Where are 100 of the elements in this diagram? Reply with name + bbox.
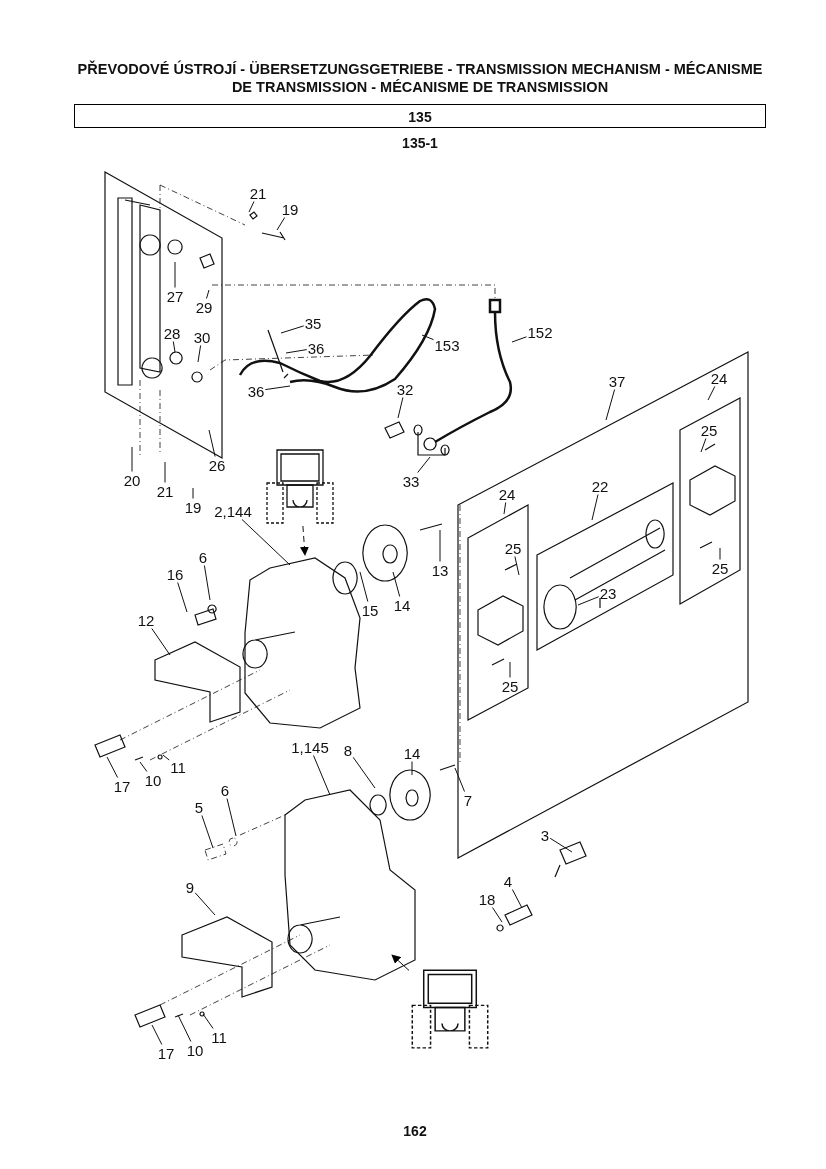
- leader-line: [511, 889, 523, 909]
- callout-number: 25: [700, 422, 718, 438]
- callout-number: 24: [710, 370, 728, 386]
- callout-number: 11: [170, 759, 186, 775]
- callout-number: 5: [194, 799, 204, 815]
- callout-number: 14: [403, 745, 421, 761]
- callout-number: 10: [186, 1042, 204, 1058]
- leader-line: [285, 349, 308, 354]
- callout-number: 36: [247, 383, 265, 399]
- callout-number: 15: [361, 602, 379, 618]
- callout-number: 3: [540, 827, 550, 843]
- leader-line: [454, 767, 465, 792]
- leader-line: [197, 345, 202, 363]
- leader-line: [359, 571, 369, 602]
- callout-number: 25: [711, 560, 729, 576]
- arrow: [299, 525, 309, 556]
- leader-line: [248, 201, 255, 213]
- callout-number: 20: [123, 472, 141, 488]
- leader-line: [352, 756, 376, 789]
- leader-line: [164, 461, 166, 483]
- callout-number: 22: [591, 478, 609, 494]
- callout-number: 25: [504, 540, 522, 556]
- leader-line: [139, 761, 148, 772]
- leader-line: [280, 325, 305, 334]
- leader-line: [577, 596, 600, 606]
- callout-number: 6: [198, 549, 208, 565]
- leader-line: [208, 429, 216, 457]
- callout-number: 2,144: [214, 503, 252, 519]
- leader-line: [192, 487, 194, 499]
- leader-line: [206, 289, 210, 299]
- callout-number: 29: [195, 299, 213, 315]
- callout-number: 152: [527, 324, 553, 340]
- callout-number: 23: [599, 585, 617, 601]
- leader-line: [177, 1014, 192, 1042]
- leader-line: [276, 217, 286, 231]
- callout-number: 24: [498, 486, 516, 502]
- callout-number: 27: [166, 288, 184, 304]
- leader-line: [549, 837, 573, 853]
- callout-number: 19: [281, 201, 299, 217]
- leader-line: [131, 446, 133, 472]
- callout-number: 18: [478, 891, 496, 907]
- leader-line: [172, 341, 176, 353]
- leader-line: [719, 547, 721, 560]
- callout-number: 35: [304, 315, 322, 331]
- leader-line: [514, 556, 520, 576]
- callout-number: 153: [434, 337, 460, 353]
- callout-number: 13: [431, 562, 449, 578]
- callout-number: 25: [501, 678, 519, 694]
- callout-number: 1,145: [291, 739, 329, 755]
- callout-number: 11: [211, 1029, 227, 1045]
- callout-number: 33: [402, 473, 420, 489]
- figure-number: 135-1: [402, 135, 438, 151]
- leader-line: [392, 571, 401, 597]
- callout-number: 14: [393, 597, 411, 613]
- callout-number: 7: [463, 792, 473, 808]
- callout-number: 37: [608, 373, 626, 389]
- leader-line: [241, 519, 291, 566]
- page-number: 162: [403, 1123, 427, 1139]
- callout-number: 19: [184, 499, 202, 515]
- leader-line: [591, 494, 599, 521]
- leader-line: [397, 397, 404, 419]
- leader-line: [417, 456, 431, 473]
- arrow: [391, 954, 410, 971]
- leader-line: [201, 815, 214, 849]
- callout-number: 8: [343, 742, 353, 758]
- leader-line: [203, 565, 211, 601]
- leader-line: [439, 529, 441, 562]
- callout-number: 28: [163, 325, 181, 341]
- leader-line: [202, 1013, 214, 1029]
- callout-number: 9: [185, 879, 195, 895]
- leader-line: [151, 628, 171, 656]
- leader-line: [707, 386, 716, 401]
- leader-line: [411, 761, 413, 776]
- leader-line: [509, 661, 511, 678]
- callout-number: 32: [396, 381, 414, 397]
- callout-number: 26: [208, 457, 226, 473]
- leader-line: [492, 907, 503, 923]
- leader-line: [511, 336, 527, 343]
- callout-number: 4: [503, 873, 513, 889]
- leader-line: [162, 754, 170, 761]
- leader-line: [174, 261, 176, 288]
- page-title: PŘEVODOVÉ ÚSTROJÍ - ÜBERSETZUNGSGETRIEBE - TRANSMISSION MECHANISM - MÉCANISME DE TRANSMISSION - MÉCANISME DE TRANSMISSION: [76, 60, 764, 96]
- leader-line: [503, 502, 507, 515]
- callout-number: 17: [113, 778, 131, 794]
- callout-number: 17: [157, 1045, 175, 1061]
- callout-number: 16: [166, 566, 184, 582]
- leader-line: [194, 892, 216, 916]
- callout-number: 36: [307, 340, 325, 356]
- callout-number: 21: [156, 483, 174, 499]
- callout-number: 10: [144, 772, 162, 788]
- leader-line: [226, 798, 237, 837]
- leader-line: [605, 389, 616, 421]
- leader-line: [700, 438, 707, 453]
- callout-number: 21: [249, 185, 267, 201]
- leader-line: [151, 1024, 163, 1045]
- leader-line: [106, 756, 119, 778]
- callout-number: 6: [220, 782, 230, 798]
- leader-line: [313, 755, 331, 796]
- callout-number: 12: [137, 612, 155, 628]
- callout-number: 30: [193, 329, 211, 345]
